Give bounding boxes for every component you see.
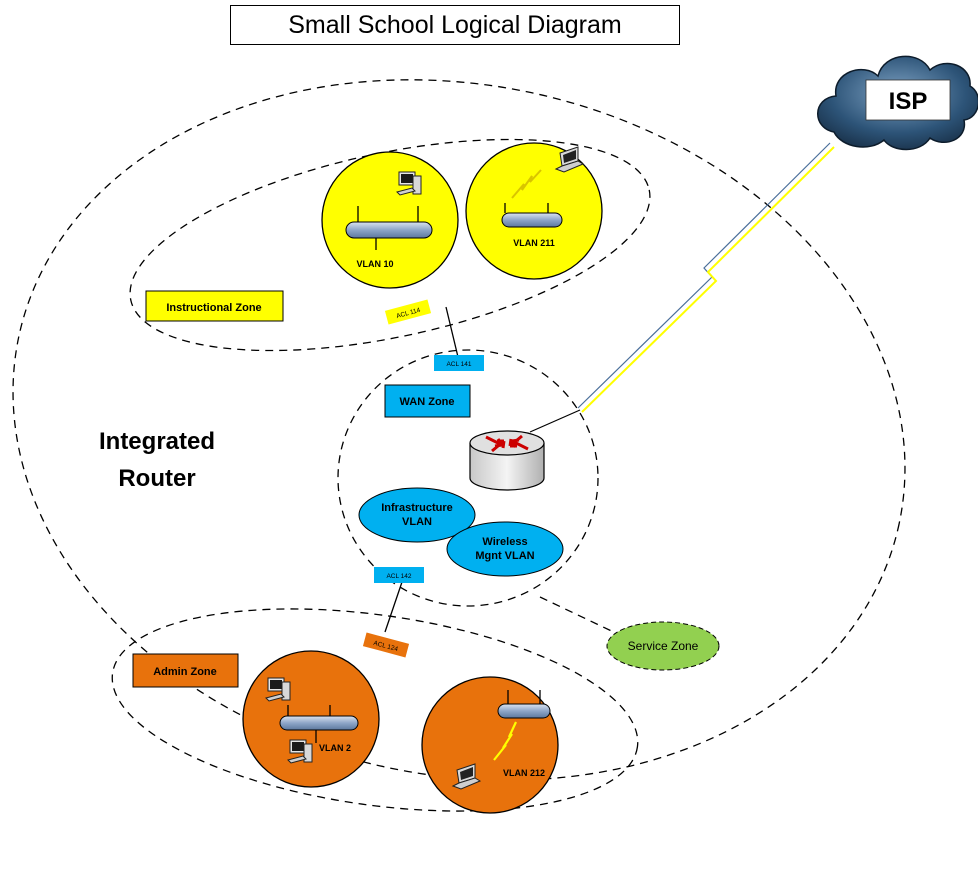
diagram-title: Small School Logical Diagram	[230, 5, 680, 45]
infrastructure-vlan-label-1: Infrastructure	[381, 502, 453, 514]
diagram-title-text: Small School Logical Diagram	[288, 10, 622, 39]
vlan-211-wireless-icon	[511, 169, 542, 199]
vlan-211-circle	[465, 142, 603, 280]
vlan-2-switch-icon	[279, 715, 359, 731]
admin-zone-boundary	[111, 608, 639, 812]
wireless-mgnt-vlan-label-2: Mgnt VLAN	[475, 550, 534, 562]
wireless-mgnt-vlan-label-1: Wireless	[482, 536, 527, 548]
isp-label-box	[865, 79, 951, 121]
isp-label: ISP	[889, 88, 928, 115]
acl-141-label: ACL 141	[446, 361, 471, 368]
wan-admin-link	[384, 581, 403, 633]
vlan-10-switch-icon	[345, 221, 433, 239]
instructional-zone-label-box	[145, 290, 284, 322]
admin-zone-label-box	[132, 653, 239, 688]
admin-zone-label: Admin Zone	[153, 666, 217, 678]
wan-zone-label: WAN Zone	[400, 396, 455, 408]
vlan-211-switch-icon	[501, 212, 563, 228]
service-zone	[606, 621, 720, 671]
isp-link-yellow	[581, 146, 835, 413]
service-zone-link	[539, 596, 623, 637]
wireless-mgnt-vlan	[446, 521, 564, 577]
vlan-10-label: VLAN 10	[356, 259, 393, 269]
instructional-zone-boundary	[129, 138, 651, 352]
router-icon	[469, 430, 545, 491]
acl-124-tag: ACL 124	[362, 632, 410, 658]
vlan-10-circle	[321, 151, 459, 289]
vlan-212-switch-icon	[497, 703, 551, 719]
router-isp-link	[529, 409, 581, 433]
acl-142-label: ACL 142	[386, 573, 411, 580]
wan-zone-boundary	[337, 349, 599, 607]
service-zone-label: Service Zone	[628, 639, 699, 653]
wan-zone-label-box	[384, 384, 471, 418]
integrated-router-label-1: Integrated	[99, 428, 215, 455]
integrated-router-label-2: Router	[118, 465, 195, 492]
infrastructure-vlan	[358, 487, 476, 543]
vlan-212-wireless-icon	[493, 721, 517, 761]
vlan-2-label: VLAN 2	[319, 743, 351, 753]
isp-link-blue	[577, 142, 831, 409]
vlan-212-label: VLAN 212	[503, 768, 545, 778]
instructional-wan-link	[445, 306, 459, 358]
acl-114-tag: ACL 114	[384, 299, 432, 325]
infrastructure-vlan-label-2: VLAN	[402, 516, 432, 528]
vlan-211-label: VLAN 211	[513, 238, 555, 248]
vlan-212-circle	[421, 676, 559, 814]
acl-142-tag	[374, 567, 424, 583]
instructional-zone-label: Instructional Zone	[166, 302, 261, 314]
acl-141-tag	[434, 355, 484, 371]
